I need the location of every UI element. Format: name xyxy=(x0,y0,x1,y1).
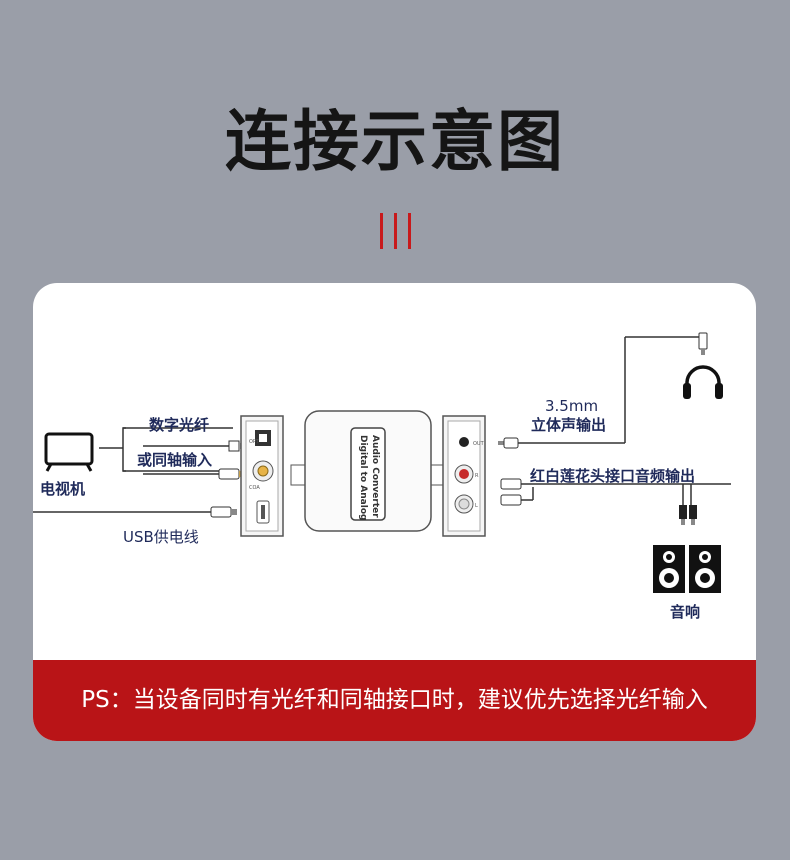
svg-text:OPT: OPT xyxy=(249,439,260,445)
title-divider-marks xyxy=(380,213,412,249)
coaxial-label: 或同轴输入 xyxy=(137,451,212,469)
svg-text:COA: COA xyxy=(249,485,260,491)
device-label-line1: Digital to Analog xyxy=(358,435,368,520)
input-bracket xyxy=(99,427,233,472)
headphone-spec-label: 3.5mm xyxy=(545,397,598,415)
stereo-out-label: 立体声输出 xyxy=(531,416,606,434)
rca-out-label: 红白莲花头接口音频输出 xyxy=(530,467,695,485)
svg-text:L: L xyxy=(475,503,478,509)
connection-diagram-card: 电视机 数字光纤 或同轴输入 USB供电线 xyxy=(33,283,756,741)
device-label-line2: Audio Converter xyxy=(370,435,380,518)
optical-label: 数字光纤 xyxy=(149,416,209,434)
rca-cable xyxy=(500,478,731,525)
usb-power-label: USB供电线 xyxy=(123,528,199,546)
ps-note-bar: PS：当设备同时有光纤和同轴接口时，建议优先选择光纤输入 xyxy=(33,660,756,741)
speaker-icon xyxy=(653,545,721,593)
tv-icon xyxy=(44,432,94,472)
optical-plug-icon xyxy=(143,440,247,452)
tv-label: 电视机 xyxy=(40,480,85,498)
usb-cable-icon xyxy=(33,506,237,518)
svg-text:OUT: OUT xyxy=(473,441,485,447)
speaker-label: 音响 xyxy=(670,603,700,621)
page-title: 连接示意图 xyxy=(225,103,565,180)
input-panel: OPT COA xyxy=(240,415,284,537)
converter-device xyxy=(290,410,446,532)
output-panel: OUT R L xyxy=(442,415,486,537)
headphones-icon xyxy=(683,365,723,399)
svg-text:R: R xyxy=(475,473,479,479)
headphone-cable xyxy=(498,332,708,449)
connection-diagram: 电视机 数字光纤 或同轴输入 USB供电线 xyxy=(33,332,731,621)
